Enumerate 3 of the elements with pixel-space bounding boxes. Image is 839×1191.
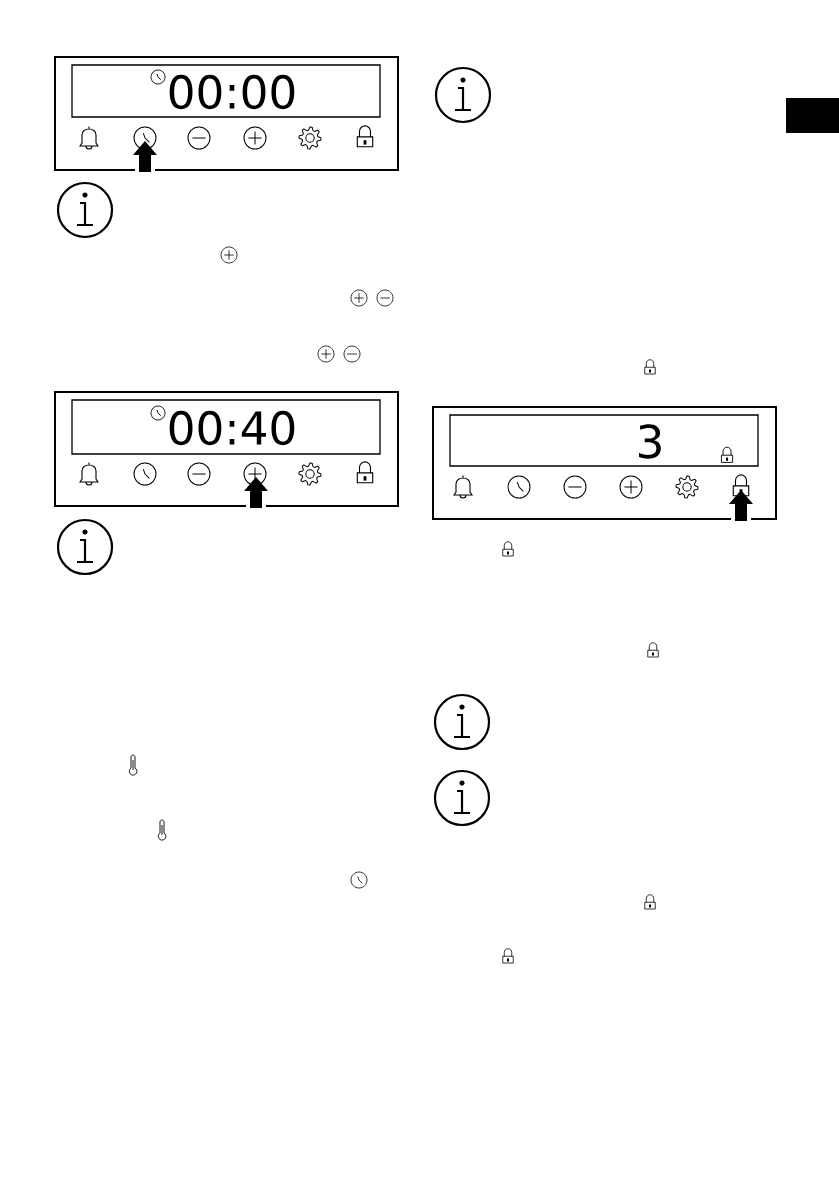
display-digits: 3 — [639, 424, 661, 459]
display-digits: 00:40 — [169, 410, 295, 446]
display-digits: 00:00 — [169, 74, 295, 110]
